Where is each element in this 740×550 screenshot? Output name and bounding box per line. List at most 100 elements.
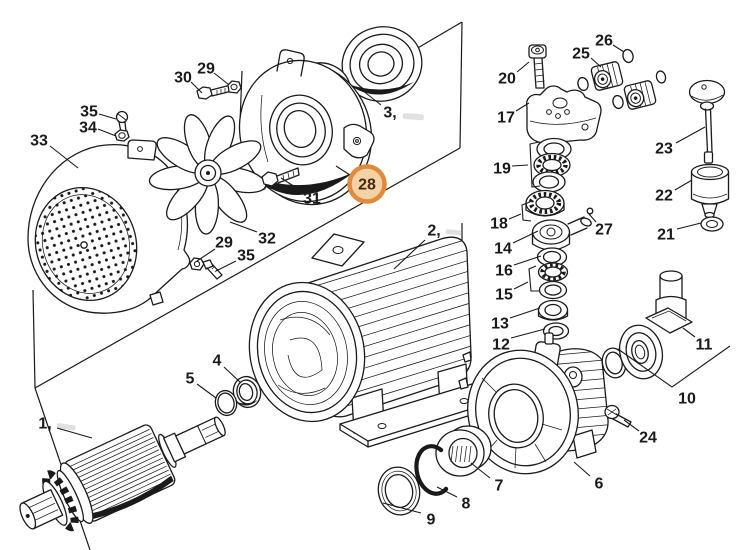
- bolt-24: [604, 404, 632, 428]
- leader-line-35: [215, 260, 237, 272]
- callout-25[interactable]: 25: [572, 46, 590, 63]
- leader-line-31: [280, 177, 304, 193]
- callout-30[interactable]: 30: [174, 70, 192, 87]
- callout-9[interactable]: 9: [427, 512, 436, 529]
- part-washer-13: [537, 299, 569, 321]
- part-seal-washer-21: [700, 216, 724, 232]
- leader-line-10: [617, 345, 731, 388]
- nut-29-top: [227, 80, 242, 94]
- part-fan-housing: [27, 139, 191, 314]
- part-pump-housing: [458, 332, 609, 475]
- leader-line-2: [393, 239, 426, 270]
- leader-line-8: [436, 486, 458, 498]
- callout-35[interactable]: 35: [237, 248, 255, 265]
- part-valve-cartridge-25: [590, 61, 624, 91]
- leader-line-24: [623, 419, 640, 432]
- callout-6[interactable]: 6: [595, 476, 604, 493]
- leader-line-29: [196, 248, 216, 262]
- leader-line-1: [56, 427, 93, 439]
- callout-18[interactable]: 18: [490, 216, 508, 233]
- part-fan: [148, 114, 267, 235]
- bracket-15: [528, 265, 539, 292]
- callout-27[interactable]: 27: [595, 222, 613, 239]
- callout-14[interactable]: 14: [494, 241, 512, 258]
- callout-10[interactable]: 10: [678, 391, 696, 408]
- part-ring-4: [232, 375, 262, 409]
- callout-4[interactable]: 4: [213, 353, 222, 370]
- callout-3[interactable]: 3,: [383, 105, 396, 122]
- part-pipe-11: [645, 270, 693, 334]
- callout-11[interactable]: 11: [696, 337, 713, 354]
- highlight-circle[interactable]: [347, 164, 387, 204]
- leader-line-21: [676, 222, 702, 230]
- part-seal-set-15: [537, 262, 569, 300]
- leader-line-29: [213, 72, 229, 85]
- callout-1[interactable]: 1,: [38, 416, 51, 433]
- leader-line-26: [612, 44, 625, 53]
- part-seal-ring-9: [377, 466, 421, 516]
- leader-line-17: [515, 102, 530, 112]
- leader-line-33: [49, 145, 79, 169]
- faint-marks: [56, 113, 462, 431]
- bolt-30: [196, 84, 233, 100]
- callout-33[interactable]: 33: [30, 133, 48, 150]
- callout-8[interactable]: 8: [462, 496, 471, 513]
- part-valve-block: [526, 85, 602, 144]
- callout-15[interactable]: 15: [495, 287, 513, 304]
- part-dipstick: [688, 79, 726, 164]
- part-washer-16: [536, 247, 568, 267]
- faint-mark-1: [445, 229, 462, 236]
- leader-line-25: [590, 57, 602, 68]
- leader-line-13: [509, 307, 541, 319]
- callout-26[interactable]: 26: [595, 33, 613, 50]
- nut-34: [114, 129, 130, 142]
- bolt-20: [528, 44, 547, 89]
- callout-22[interactable]: 22: [655, 188, 673, 205]
- callout-31[interactable]: 31: [303, 191, 321, 208]
- callout-34[interactable]: 34: [79, 120, 97, 137]
- callout-29[interactable]: 29: [197, 61, 215, 78]
- leader-line-3: [361, 89, 382, 106]
- callout-5[interactable]: 5: [186, 371, 195, 388]
- highlighted-callout[interactable]: 28: [358, 177, 376, 194]
- part-valve-cartridge-26: [623, 80, 657, 110]
- leader-line-20: [516, 61, 530, 73]
- callout-12[interactable]: 12: [492, 337, 510, 354]
- leader-line-35: [98, 113, 117, 120]
- nut-29-lower: [189, 257, 205, 271]
- part-seal-set-19: [532, 137, 572, 193]
- part-ring-5: [214, 389, 238, 417]
- callout-20[interactable]: 20: [498, 71, 516, 88]
- callout-19[interactable]: 19: [493, 161, 511, 178]
- part-end-shield: [238, 49, 375, 206]
- o-rings-25-26: [577, 48, 667, 110]
- callout-32[interactable]: 32: [258, 231, 276, 248]
- callout-35[interactable]: 35: [80, 104, 98, 121]
- callout-16[interactable]: 16: [495, 263, 513, 280]
- callout-7[interactable]: 7: [495, 478, 504, 495]
- bracket-19: [529, 141, 541, 188]
- callout-21[interactable]: 21: [657, 227, 675, 244]
- callout-29[interactable]: 29: [215, 235, 233, 252]
- leader-line-9: [382, 502, 422, 514]
- bolt-31: [261, 167, 300, 187]
- leader-line-18: [508, 213, 522, 220]
- highlight-layer: 28: [335, 164, 387, 204]
- leader-line-16: [513, 255, 542, 266]
- part-seal-18: [525, 189, 565, 217]
- part-circlip-8: [414, 444, 449, 496]
- callout-17[interactable]: 17: [497, 110, 515, 127]
- part-oil-cup: [690, 163, 730, 219]
- leader-line-23: [675, 126, 706, 144]
- leader-line-19: [511, 164, 529, 167]
- callout-24[interactable]: 24: [639, 430, 657, 447]
- leader-line-12: [510, 328, 546, 339]
- callout-13[interactable]: 13: [491, 316, 509, 333]
- callout-23[interactable]: 23: [655, 141, 673, 158]
- leader-line-15: [513, 281, 529, 290]
- callout-2[interactable]: 2,: [427, 223, 440, 240]
- leader-line-4: [223, 366, 242, 384]
